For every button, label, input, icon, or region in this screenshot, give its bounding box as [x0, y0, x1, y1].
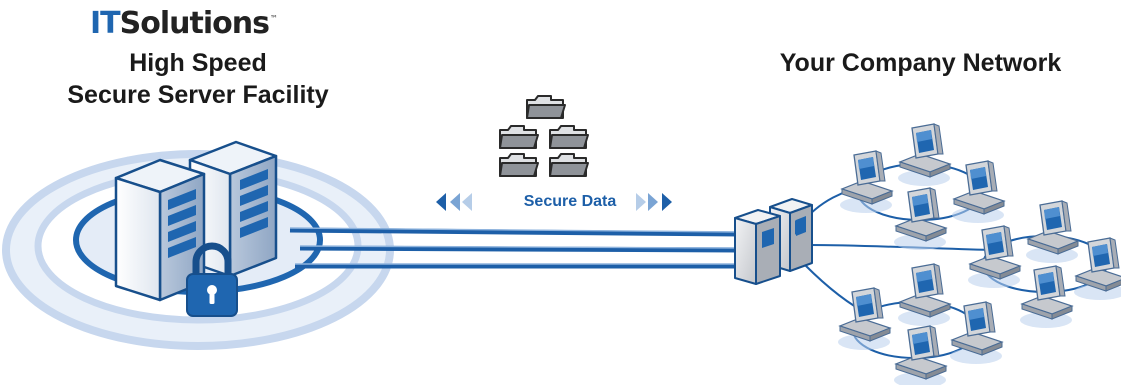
secure-data-lines-highlight [289, 227, 741, 265]
company-server-back-window [796, 216, 806, 236]
facility-title-line2: Secure Server Facility [67, 81, 329, 109]
secure-data-lines [289, 227, 741, 269]
facility-title-line1: High Speed [129, 49, 267, 77]
company-server-front [734, 209, 781, 285]
logo-it-text: IT [90, 6, 121, 41]
client-computers [837, 123, 1121, 385]
arrows-left [436, 193, 472, 211]
secure-data-label: Secure Data [523, 193, 617, 210]
padlock-icon [186, 242, 238, 317]
itsolutions-logo: IT Solutions ™ [90, 6, 278, 42]
logo-trademark: ™ [269, 14, 278, 23]
secure-folders [499, 95, 589, 177]
facility-title: High Speed Secure Server Facility [0, 47, 396, 111]
network-title: Your Company Network [779, 49, 1062, 77]
logo-solutions-text: Solutions [119, 6, 270, 41]
